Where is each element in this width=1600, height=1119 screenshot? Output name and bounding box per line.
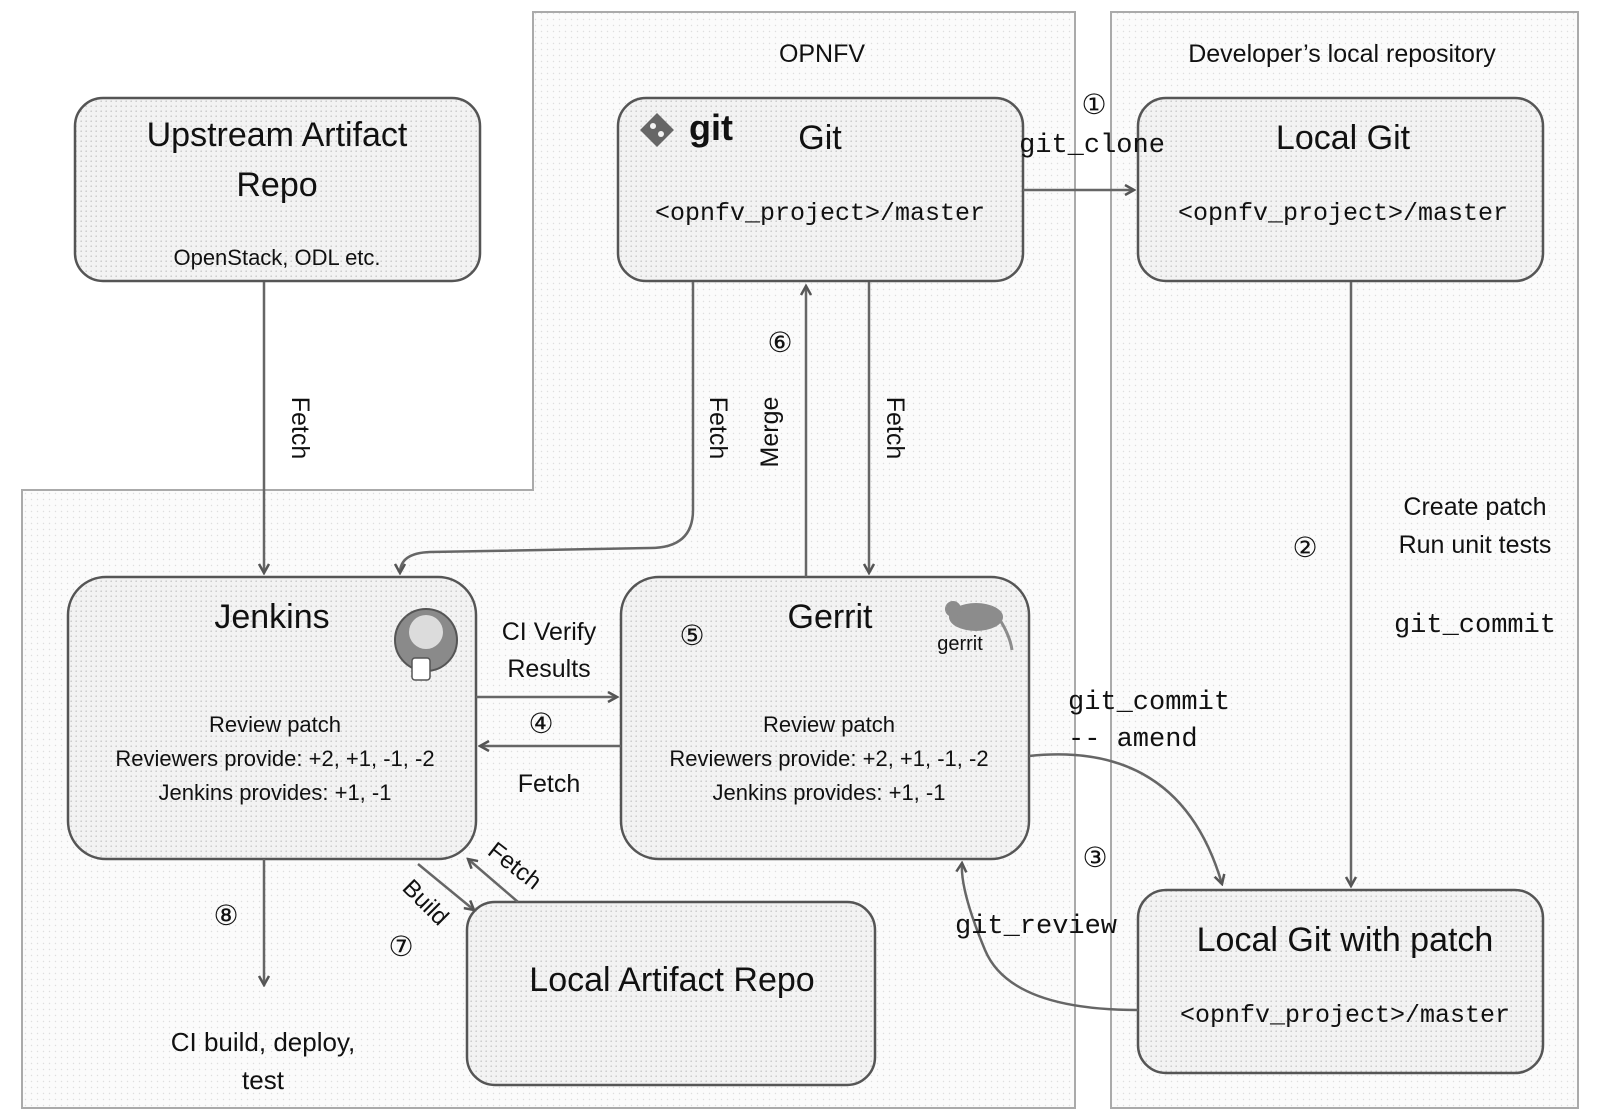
upstream-artifact-repo-box: [73, 96, 482, 283]
amend-edge: [1028, 753, 1222, 884]
ci-verify-label: CI Verify: [502, 618, 597, 646]
local-artifact-title: Local Artifact Repo: [529, 961, 814, 999]
jenkins-line1: Review patch: [209, 712, 341, 737]
jenkins-title: Jenkins: [214, 598, 329, 636]
git-commit-label: git_commit: [1394, 611, 1556, 641]
ci-build-line2: test: [242, 1065, 285, 1095]
git-title: Git: [798, 119, 842, 157]
jenkins-build-edge: [417, 863, 474, 910]
jenkins-line3: Jenkins provides: +1, -1: [159, 780, 392, 805]
local-artifact-repo-box: [465, 900, 877, 1087]
step-1: ①: [1081, 88, 1106, 121]
git-review-label: git_review: [955, 912, 1117, 942]
git-review-edge: [962, 863, 1139, 1012]
git-logo-text: git: [689, 107, 733, 148]
create-patch-label: Create patch: [1403, 493, 1546, 521]
git-clone-label: git_clone: [1019, 131, 1165, 161]
local-git-box: [1136, 96, 1545, 283]
gerrit-box: [619, 575, 1031, 861]
local-git-patch-branch: <opnfv_project>/master: [1180, 1001, 1510, 1030]
git-to-gerrit-fetch-label: Fetch: [881, 397, 909, 460]
local-repo-region-label: Developer’s local repository: [1188, 40, 1496, 68]
step-5: ⑤: [679, 619, 704, 652]
git-branch: <opnfv_project>/master: [655, 199, 985, 228]
results-label: Results: [507, 655, 590, 683]
amend-line1: git_commit: [1068, 688, 1230, 718]
git-to-jenkins-fetch-label: Fetch: [704, 397, 732, 460]
amend-line2: -- amend: [1068, 725, 1198, 755]
gerrit-to-jenkins-fetch-label: Fetch: [518, 770, 581, 798]
step-8: ⑧: [213, 899, 238, 932]
gerrit-logo-icon: gerrit: [937, 601, 1014, 655]
jenkins-box: [66, 575, 478, 861]
gerrit-line1: Review patch: [763, 712, 895, 737]
upstream-title-line1: Upstream Artifact: [147, 116, 408, 154]
upstream-fetch-label: Fetch: [286, 397, 314, 460]
gerrit-line2: Reviewers provide: +2, +1, -1, -2: [669, 746, 988, 771]
local-git-patch-title: Local Git with patch: [1197, 921, 1494, 959]
merge-label: Merge: [756, 397, 784, 468]
local-git-patch-box: [1136, 888, 1545, 1075]
git-to-jenkins-edge: [400, 282, 695, 573]
upstream-title-line2: Repo: [236, 166, 317, 204]
local-git-branch: <opnfv_project>/master: [1178, 199, 1508, 228]
gerrit-logo-text: gerrit: [937, 633, 983, 655]
step-4: ④: [528, 707, 553, 740]
step-2: ②: [1292, 531, 1317, 564]
jenkins-butler-icon: [394, 608, 458, 681]
step-6: ⑥: [767, 326, 792, 359]
ci-build-line1: CI build, deploy,: [171, 1027, 356, 1057]
opnfv-region-label: OPNFV: [779, 40, 865, 68]
gerrit-line3: Jenkins provides: +1, -1: [713, 780, 946, 805]
gerrit-title: Gerrit: [788, 598, 874, 636]
step-7: ⑦: [388, 930, 413, 963]
local-git-title: Local Git: [1276, 119, 1411, 157]
run-unit-tests-label: Run unit tests: [1399, 531, 1552, 559]
artifact-to-jenkins-edge: [468, 859, 519, 903]
step-3: ③: [1082, 841, 1107, 874]
jenkins-line2: Reviewers provide: +2, +1, -1, -2: [115, 746, 434, 771]
upstream-subtitle: OpenStack, ODL etc.: [173, 245, 380, 270]
